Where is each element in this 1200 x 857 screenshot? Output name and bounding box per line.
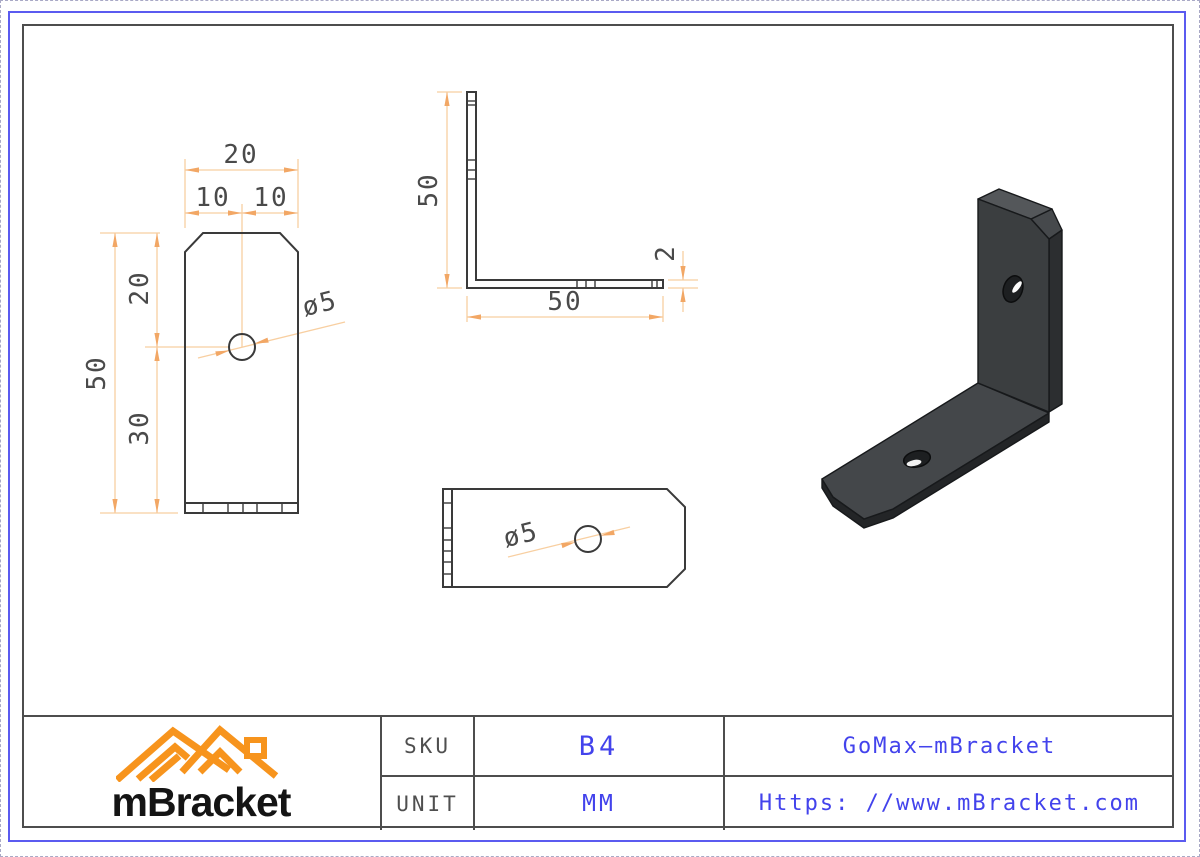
- inner-gray-frame: [22, 24, 1174, 828]
- front-view: 20 10 10 50 20 30 ø5: [82, 140, 346, 514]
- bottom-outline: [442, 488, 686, 588]
- dimension-label: ø5: [500, 516, 541, 554]
- side-outline: [466, 91, 664, 289]
- unit-value: MM: [473, 775, 723, 830]
- dimension-label: 2: [651, 244, 681, 262]
- sku-label: SKU: [380, 717, 473, 775]
- outer-blue-frame: [8, 11, 1186, 842]
- side-view: 50 50 2: [414, 91, 698, 322]
- logo-roof-icon: [116, 725, 279, 782]
- dimension-label: 10: [195, 183, 230, 213]
- dimension-label: 20: [125, 270, 155, 305]
- dimension-label: ø5: [299, 285, 340, 323]
- bottom-hole: [574, 525, 602, 553]
- dimension-label: 50: [82, 355, 112, 390]
- front-hole: [228, 333, 256, 361]
- unit-label: UNIT: [380, 775, 473, 830]
- website-url: Https: //www.mBracket.com: [723, 775, 1174, 830]
- sku-value: B4: [473, 717, 723, 775]
- title-block: mBracket SKU B4 GoMax—mBracket UNIT MM H…: [22, 715, 1174, 830]
- dimension-label: 30: [125, 410, 155, 445]
- dimension-label: 50: [547, 287, 582, 317]
- dimension-label: 10: [253, 183, 288, 213]
- title-block-grid: SKU B4 GoMax—mBracket UNIT MM Https: //w…: [380, 717, 1174, 830]
- bottom-view: ø5: [442, 488, 686, 588]
- front-outline: [184, 232, 299, 514]
- logo-text: mBracket: [111, 779, 292, 825]
- render-3d-bracket: [821, 188, 1063, 529]
- dimension-label: 50: [414, 172, 444, 207]
- dimension-label: 20: [223, 140, 258, 170]
- logo: mBracket: [22, 717, 380, 830]
- brand-text: GoMax—mBracket: [723, 717, 1174, 775]
